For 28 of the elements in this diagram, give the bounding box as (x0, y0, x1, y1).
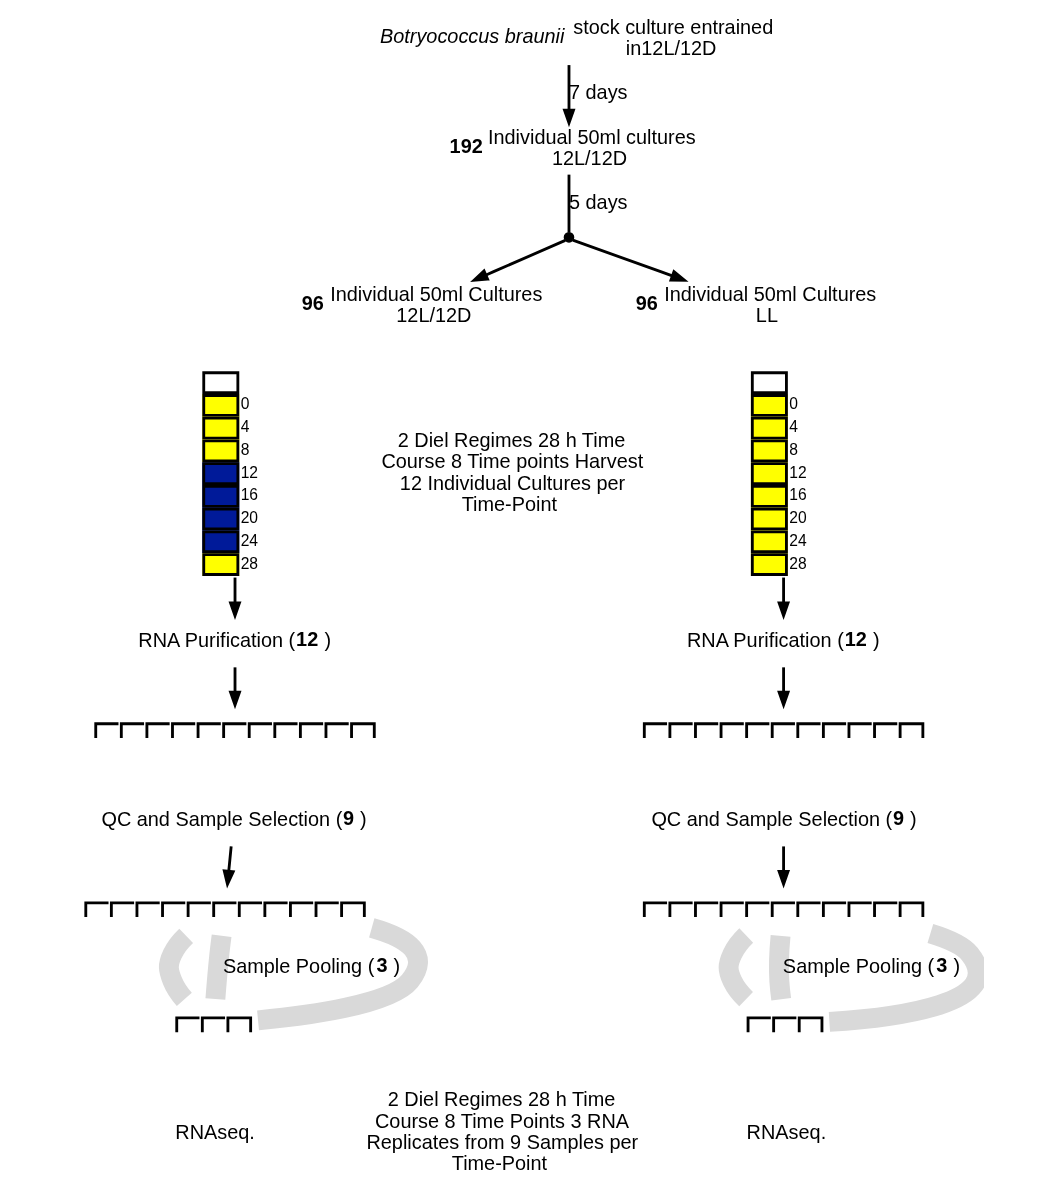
edge-label: Sample Pooling (3) (782, 954, 961, 978)
node-label: 0 (240, 395, 250, 413)
node-label: 28 (240, 554, 259, 572)
edge-label: Sample Pooling (3) (222, 954, 401, 978)
label: 2 Diel Regimes 28 h Time Course 8 Time points Harvest 12 Individual Cultures per Time-Point (381, 428, 644, 515)
node-label: 4 (789, 418, 798, 436)
node-label: 8 (789, 440, 798, 458)
node-label: 16 (789, 486, 807, 504)
node-label: 20 (240, 509, 259, 527)
node-label: 20 (789, 509, 807, 527)
node-label: 16 (240, 486, 259, 504)
node-label: 0 (789, 395, 798, 413)
node-text: RNA Purification (12) (138, 627, 332, 652)
edge-label: 7 days (568, 81, 628, 104)
node-label: 12 (789, 463, 807, 481)
node-label: 24 (789, 531, 807, 549)
node-text: QC and Sample Selection (9) (101, 806, 367, 831)
node-label: 4 (240, 418, 250, 436)
node-label: 24 (240, 531, 259, 549)
node-label: 28 (789, 554, 807, 572)
node-text: QC and Sample Selection (9) (651, 806, 917, 831)
node-label: 12 (240, 463, 259, 481)
node-text: RNAseq. (175, 1121, 255, 1144)
node-text: RNA Purification (12) (686, 627, 880, 652)
node-text: RNAseq. (746, 1121, 827, 1144)
label: 2 Diel Regimes 28 h Time Course 8 Time Points 3 RNA Replicates from 9 Samples per Time-Point (366, 1088, 639, 1175)
edge-label: 5 days (568, 190, 628, 213)
node-label: 8 (240, 440, 250, 458)
